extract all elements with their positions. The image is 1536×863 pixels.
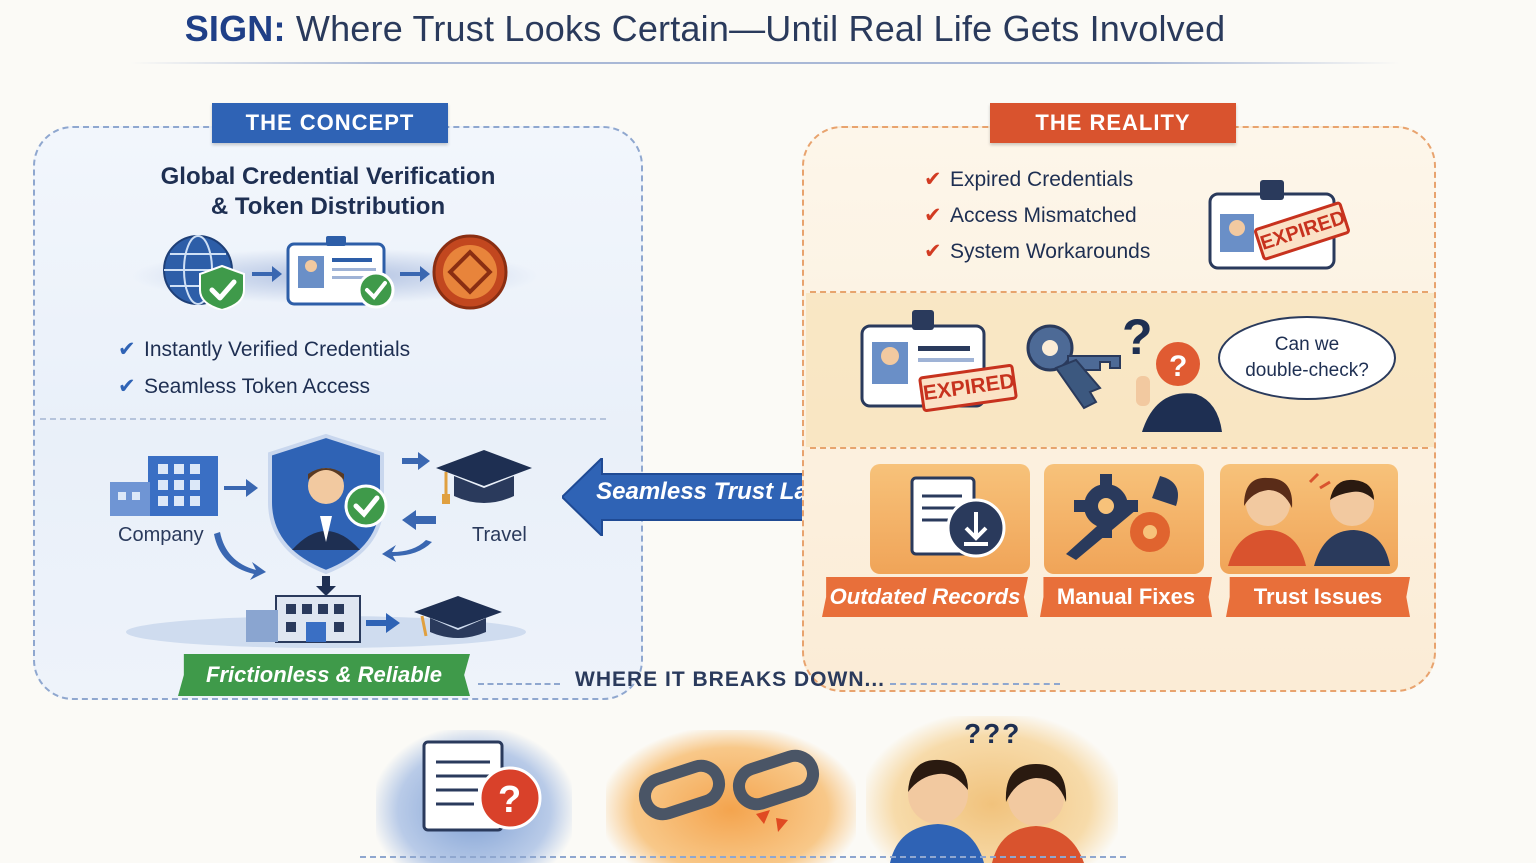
concept-check-item: ✔Seamless Token Access	[118, 372, 370, 402]
svg-text:?: ?	[1122, 309, 1153, 365]
concept-heading-line1: Global Credential Verification	[160, 163, 496, 190]
breaks-divider-left	[478, 683, 560, 685]
reality-check-item: ✔System Workarounds	[924, 237, 1150, 267]
check-icon: ✔	[924, 240, 942, 263]
page-title: SIGN: Where Trust Looks Certain—Until Re…	[0, 8, 1410, 50]
reality-check-item: ✔Access Mismatched	[924, 201, 1137, 231]
confused-person-icon: ?	[1136, 342, 1222, 432]
graduation-cap-icon	[436, 450, 532, 504]
company-label: Company	[118, 524, 204, 546]
check-icon: ✔	[118, 338, 136, 361]
breaks-divider-right	[890, 683, 1060, 685]
check-badge-icon	[357, 271, 395, 309]
svg-text:?: ?	[1169, 350, 1187, 383]
title-keyword: SIGN:	[184, 8, 286, 49]
credential-flow-illustration	[163, 234, 508, 310]
token-coin-icon	[432, 234, 508, 310]
building-icon	[246, 595, 361, 643]
breaks-down-label: WHERE IT BREAKS DOWN...	[575, 668, 885, 691]
flow-arrow-1	[252, 266, 282, 282]
reality-tag: THE REALITY	[990, 103, 1236, 143]
outdated-records-icon	[910, 476, 1006, 558]
concept-heading: Global Credential Verification & Token D…	[120, 162, 536, 222]
title-text: Where Trust Looks Certain—Until Real Lif…	[285, 8, 1226, 49]
title-divider	[130, 62, 1400, 64]
confusion-marks: ???	[964, 718, 1022, 749]
people-icon	[1228, 472, 1390, 566]
question-icon: ?	[1122, 309, 1153, 365]
document-question-icon: ?	[422, 740, 542, 832]
trust-layer-arrow	[562, 458, 878, 536]
graduation-cap-icon	[414, 596, 502, 638]
speech-line2: double-check?	[1245, 360, 1369, 381]
reality-check-item: ✔Expired Credentials	[924, 165, 1133, 195]
check-badge-icon	[344, 484, 388, 528]
check-icon: ✔	[924, 168, 942, 191]
travel-label: Travel	[472, 524, 527, 546]
flow-arrow-2	[400, 266, 430, 282]
bottom-divider	[360, 856, 1126, 858]
concept-check-item: ✔Instantly Verified Credentials	[118, 335, 410, 365]
building-icon	[110, 456, 218, 516]
check-icon: ✔	[118, 375, 136, 398]
issue-label-manual-fixes: Manual Fixes	[1040, 577, 1212, 617]
check-icon: ✔	[924, 204, 942, 227]
concept-divider	[40, 418, 606, 420]
issue-label-trust-issues: Trust Issues	[1226, 577, 1410, 617]
reality-divider	[810, 291, 1428, 293]
concept-heading-line2: & Token Distribution	[210, 193, 446, 220]
speech-bubble: Can we double-check?	[1218, 316, 1396, 400]
frictionless-banner: Frictionless & Reliable	[178, 654, 470, 696]
trust-network-illustration	[110, 433, 532, 648]
speech-line1: Can we	[1274, 334, 1340, 355]
user-shield-icon	[268, 433, 384, 575]
issue-label-outdated-records: Outdated Records	[822, 577, 1028, 617]
broken-chain-icon	[638, 749, 820, 832]
shield-check-icon	[199, 264, 245, 310]
svg-text:?: ?	[498, 779, 521, 821]
concept-tag: THE CONCEPT	[212, 103, 448, 143]
reality-divider	[810, 447, 1428, 449]
keys-icon	[1026, 324, 1121, 410]
reality-problems-illustration: ? ?	[860, 309, 1222, 432]
gears-icon	[1066, 474, 1178, 560]
people-icon	[890, 759, 1084, 863]
